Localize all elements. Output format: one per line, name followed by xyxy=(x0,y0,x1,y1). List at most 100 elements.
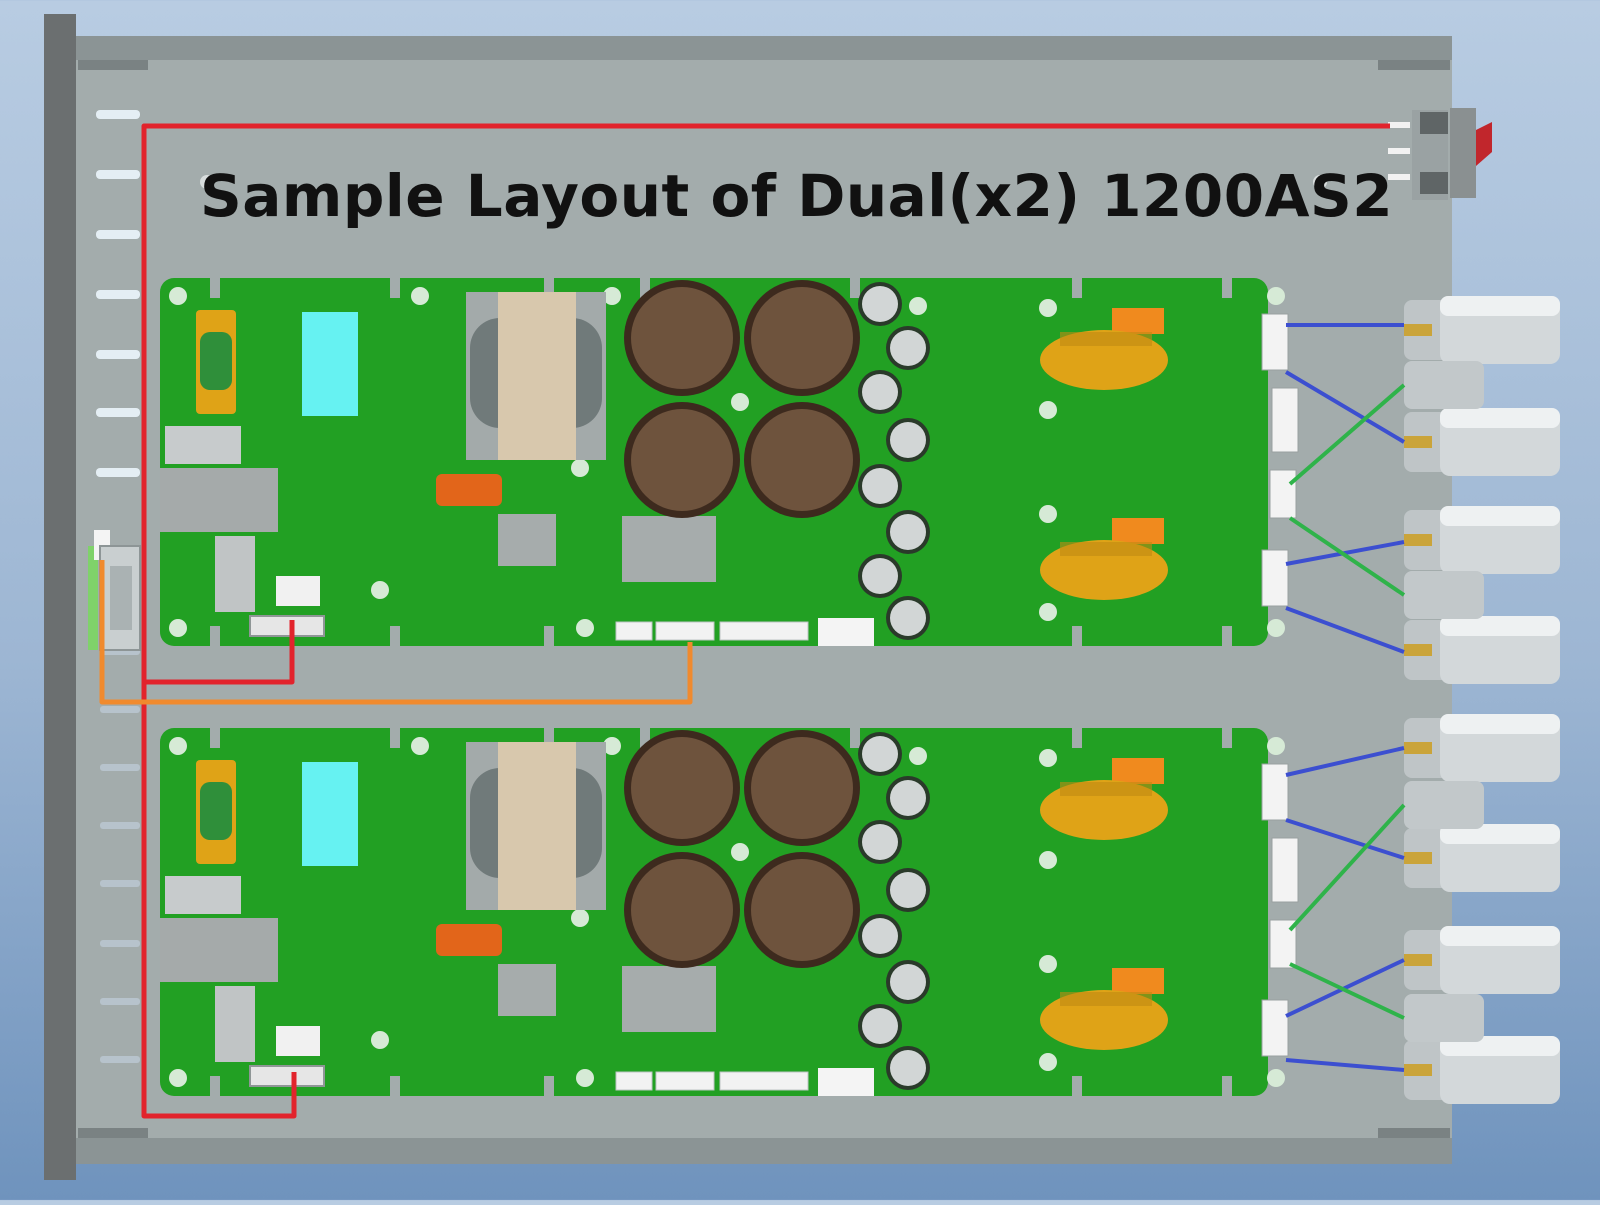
mount-hole xyxy=(603,287,621,305)
connector-mid xyxy=(1404,994,1484,1042)
connector-highlight xyxy=(1440,296,1560,316)
board-notch xyxy=(1222,278,1232,298)
board-notch xyxy=(544,728,554,748)
connector-pin xyxy=(1404,852,1432,864)
small-connector xyxy=(276,1026,320,1056)
grey-block xyxy=(160,918,278,982)
mount-hole xyxy=(1039,1053,1057,1071)
rear-bracket-bottom xyxy=(1378,1128,1450,1138)
mount-hole xyxy=(411,287,429,305)
output-header xyxy=(818,1068,874,1096)
grey-block xyxy=(165,876,241,914)
speaker-connectors xyxy=(1404,296,1560,1104)
diagram-title: Sample Layout of Dual(x2) 1200AS2 xyxy=(200,162,1394,230)
small-cap xyxy=(890,330,926,366)
small-cap xyxy=(890,514,926,550)
board-notch xyxy=(1072,1076,1082,1096)
capacitor xyxy=(751,409,853,511)
mount-hole xyxy=(169,287,187,305)
vent-slot xyxy=(96,170,140,179)
mount-hole xyxy=(169,1069,187,1087)
front-input-jack xyxy=(88,530,141,651)
orange-component xyxy=(436,924,502,956)
grey-square xyxy=(498,964,556,1016)
amplifier-board-bottom xyxy=(160,728,1299,1096)
small-cap xyxy=(890,780,926,816)
orange-pad xyxy=(1112,758,1164,784)
edge-connector xyxy=(1261,999,1289,1057)
board-notch xyxy=(390,278,400,298)
small-cap xyxy=(862,824,898,860)
grey-square xyxy=(498,514,556,566)
small-cap xyxy=(890,1050,926,1086)
rear-bracket-top xyxy=(1378,60,1450,70)
edge-connector xyxy=(1261,313,1289,371)
capacitor xyxy=(631,409,733,511)
toroid-core xyxy=(1060,542,1152,556)
amplifier-board-top xyxy=(160,278,1299,646)
inductor-coil xyxy=(200,782,232,840)
orange-component xyxy=(436,474,502,506)
connector-highlight xyxy=(1440,926,1560,946)
connector-highlight xyxy=(1440,616,1560,636)
vent-slots xyxy=(96,110,140,1063)
board-notch xyxy=(544,278,554,298)
speaker-wire-blue xyxy=(1285,746,1405,777)
speaker-wire-blue xyxy=(1285,1058,1405,1072)
header-strip xyxy=(615,621,653,641)
mount-hole xyxy=(1267,619,1285,637)
transformer-winding xyxy=(498,742,576,910)
board-notch xyxy=(210,278,220,298)
board-notch xyxy=(640,728,650,748)
small-cap xyxy=(862,374,898,410)
connector-mid xyxy=(1404,781,1484,829)
power-wire xyxy=(141,682,297,1119)
board-notch xyxy=(640,278,650,298)
header-strip xyxy=(719,1071,809,1091)
speaker-wire-blue xyxy=(1284,370,1406,444)
vent-slot xyxy=(96,350,140,359)
wiring xyxy=(99,123,1406,1119)
small-cap xyxy=(862,918,898,954)
connector-pin xyxy=(1404,1064,1432,1076)
mount-hole xyxy=(1039,299,1057,317)
connector-pin xyxy=(1404,436,1432,448)
vent-slot xyxy=(100,998,140,1005)
vent-slot xyxy=(96,110,140,119)
board-notch xyxy=(544,1076,554,1096)
vent-slot xyxy=(100,764,140,771)
grey-block xyxy=(160,468,278,532)
vent-slot xyxy=(100,880,140,887)
board-notch xyxy=(850,278,860,298)
connector-pin xyxy=(1404,324,1432,336)
mount-hole xyxy=(1039,749,1057,767)
mount-hole xyxy=(909,297,927,315)
speaker-wire-blue xyxy=(1285,606,1405,654)
front-bracket-bottom xyxy=(78,1128,148,1138)
board-notch xyxy=(210,1076,220,1096)
connector-highlight xyxy=(1440,408,1560,428)
mount-hole xyxy=(1313,175,1327,189)
toroid-core xyxy=(1060,992,1152,1006)
small-cap xyxy=(862,286,898,322)
vent-slot xyxy=(96,290,140,299)
vent-slot xyxy=(100,1056,140,1063)
edge-connector xyxy=(1261,549,1289,607)
board-notch xyxy=(1072,728,1082,748)
connector-mid xyxy=(1404,361,1484,409)
board-notch xyxy=(1222,626,1232,646)
speaker-wire-green xyxy=(1288,803,1406,932)
vent-slot xyxy=(100,940,140,947)
connector-pin xyxy=(1404,742,1432,754)
vent-slot xyxy=(96,230,140,239)
mount-hole xyxy=(731,393,749,411)
speaker-wire-green xyxy=(1288,383,1406,486)
capacitor xyxy=(751,287,853,389)
edge-connector xyxy=(1269,469,1297,519)
orange-pad xyxy=(1112,518,1164,544)
toroid-core xyxy=(1060,332,1152,346)
mount-hole xyxy=(1039,401,1057,419)
board-notch xyxy=(1222,728,1232,748)
